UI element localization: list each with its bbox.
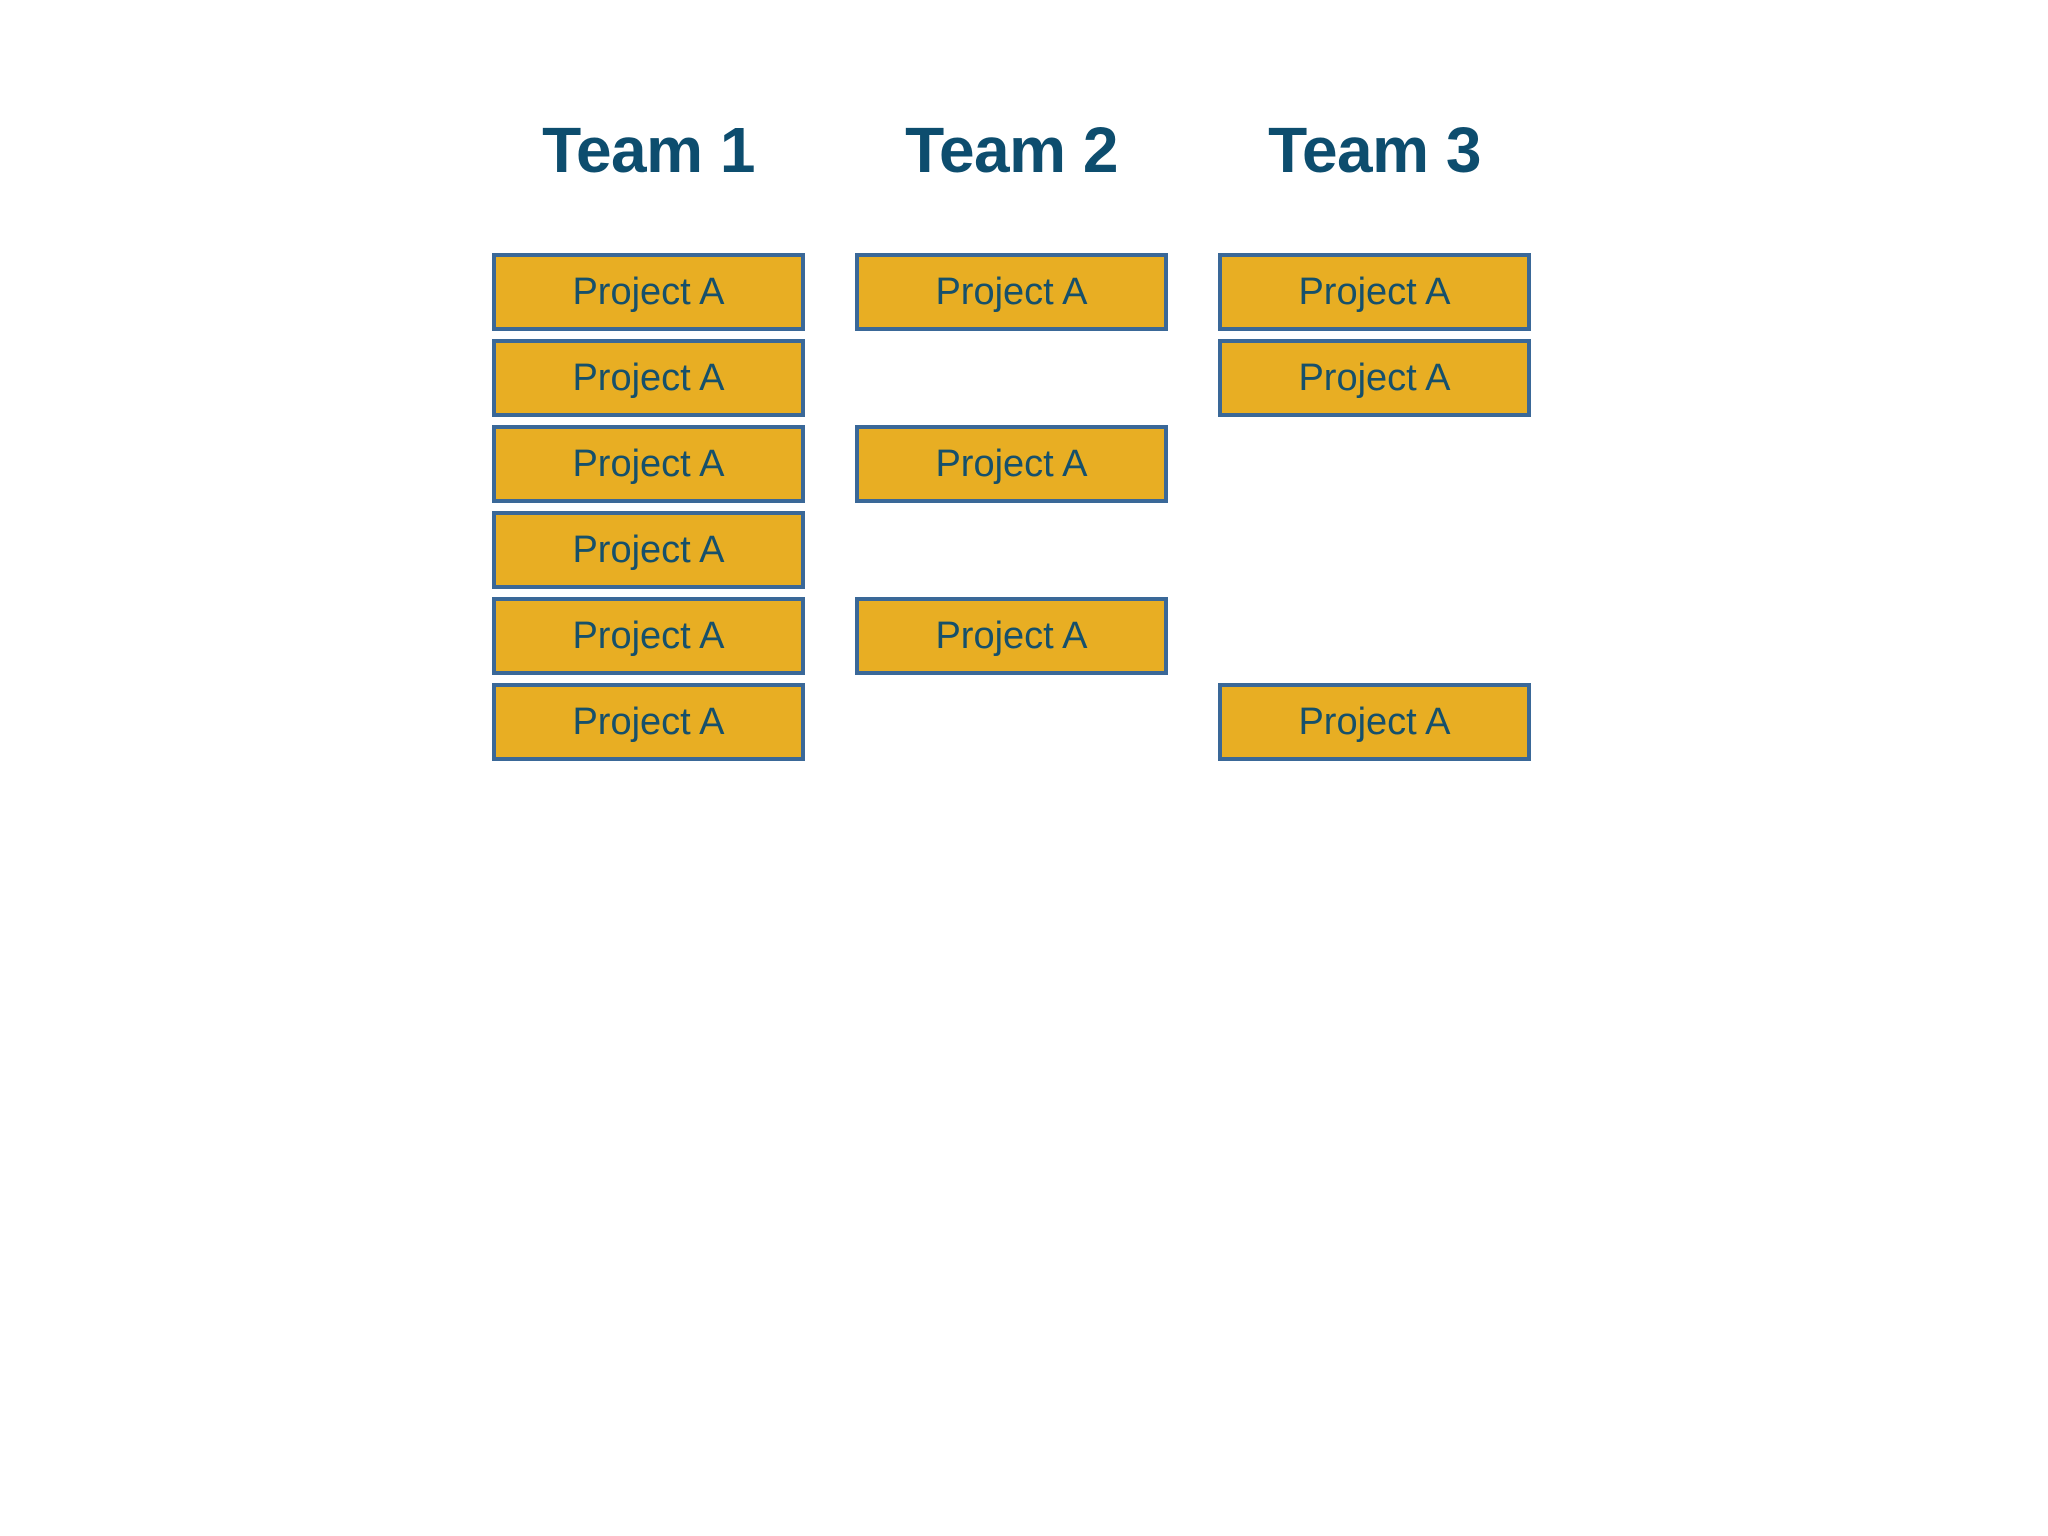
empty-slot (855, 339, 1168, 417)
project-card-label: Project A (572, 271, 725, 313)
project-card-label: Project A (572, 615, 725, 657)
team-column-header: Team 3 (1268, 114, 1481, 186)
project-card[interactable]: Project A (492, 597, 805, 675)
project-card-slot: Project A (492, 425, 805, 503)
project-card-slot: Project A (855, 425, 1168, 503)
project-card[interactable]: Project A (1218, 253, 1531, 331)
empty-slot (1218, 597, 1531, 675)
project-card-label: Project A (572, 529, 725, 571)
empty-slot (855, 683, 1168, 761)
project-card[interactable]: Project A (855, 253, 1168, 331)
project-card-label: Project A (572, 701, 725, 743)
project-card-label: Project A (1298, 357, 1451, 399)
project-card[interactable]: Project A (1218, 683, 1531, 761)
project-card-label: Project A (935, 443, 1088, 485)
project-card-slot: Project A (855, 597, 1168, 675)
project-card[interactable]: Project A (492, 253, 805, 331)
project-card-slot: Project A (1218, 253, 1531, 331)
project-card-label: Project A (1298, 701, 1451, 743)
project-card-slot: Project A (855, 253, 1168, 331)
project-card-slot: Project A (492, 597, 805, 675)
project-card-label: Project A (935, 271, 1088, 313)
project-card-label: Project A (1298, 271, 1451, 313)
project-card[interactable]: Project A (492, 511, 805, 589)
project-card[interactable]: Project A (492, 683, 805, 761)
empty-slot (1218, 511, 1531, 589)
project-card-slot: Project A (492, 683, 805, 761)
empty-slot (1218, 425, 1531, 503)
team-column-header: Team 1 (542, 114, 755, 186)
project-card[interactable]: Project A (492, 339, 805, 417)
project-card[interactable]: Project A (855, 597, 1168, 675)
project-card-slot: Project A (492, 511, 805, 589)
project-card-slot: Project A (492, 253, 805, 331)
project-card-label: Project A (572, 357, 725, 399)
project-card-slot: Project A (1218, 339, 1531, 417)
project-card[interactable]: Project A (855, 425, 1168, 503)
project-card-slot: Project A (1218, 683, 1531, 761)
project-card-label: Project A (935, 615, 1088, 657)
project-card-slot: Project A (492, 339, 805, 417)
project-card[interactable]: Project A (492, 425, 805, 503)
team-column-header: Team 2 (905, 114, 1118, 186)
empty-slot (855, 511, 1168, 589)
project-card-label: Project A (572, 443, 725, 485)
project-card[interactable]: Project A (1218, 339, 1531, 417)
